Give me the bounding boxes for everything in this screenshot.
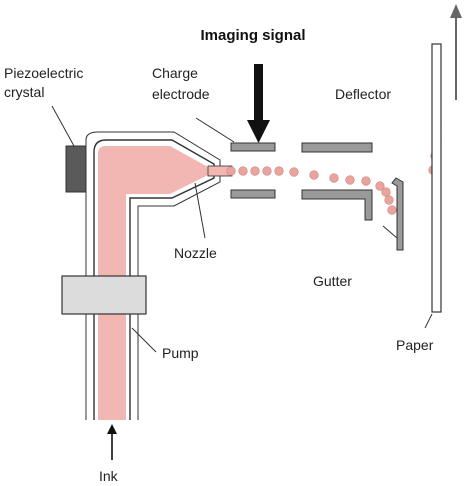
pump-leader <box>131 327 157 353</box>
ink-droplet <box>329 173 339 183</box>
pump-block <box>61 275 147 315</box>
paper <box>431 43 442 313</box>
ink-droplet <box>309 170 319 180</box>
ink-droplet <box>345 175 355 185</box>
ink-droplet <box>375 181 385 191</box>
charge-electrode-top <box>230 142 276 152</box>
gutter-leader <box>382 225 398 239</box>
paper-label: Paper <box>396 337 434 353</box>
gutter-label: Gutter <box>313 273 352 289</box>
droplet-stream <box>226 121 442 215</box>
ink-droplet <box>226 166 236 176</box>
deflector-label: Deflector <box>335 86 391 102</box>
ink-inlet-arrow <box>107 424 117 460</box>
electrode-label-line2: electrode <box>152 86 210 102</box>
piezoelectric-crystal <box>65 145 87 193</box>
nozzle-leader <box>194 182 206 239</box>
deflector-top <box>301 142 373 153</box>
charge-electrode-bottom <box>230 189 276 199</box>
gutter <box>391 177 404 251</box>
ink-droplet <box>250 166 260 176</box>
ink-droplet <box>384 195 394 205</box>
paper-motion-arrow <box>450 4 462 100</box>
paper-leader <box>424 313 433 329</box>
imaging-signal-title: Imaging signal <box>200 27 305 44</box>
nozzle-label: Nozzle <box>174 245 217 261</box>
crystal-label-line1: Piezoelectric <box>4 65 83 81</box>
deflector-bottom <box>301 189 373 221</box>
electrode-label-line1: Charge <box>152 65 198 81</box>
ink-channel-horizontal <box>98 146 208 198</box>
ink-label: Ink <box>99 468 119 484</box>
electrode-leader <box>195 117 235 143</box>
ink-droplet <box>387 205 397 215</box>
ink-droplet <box>238 166 248 176</box>
pump-label: Pump <box>162 345 199 361</box>
leader-lines <box>51 105 433 353</box>
ink-droplet <box>289 167 299 177</box>
ink-droplet <box>361 176 371 186</box>
ink-droplet <box>274 166 284 176</box>
crystal-leader <box>51 105 75 147</box>
ink-droplet <box>381 187 391 197</box>
ink-droplet <box>262 166 272 176</box>
imaging-signal-arrow <box>247 64 270 143</box>
crystal-label-line2: crystal <box>4 84 44 100</box>
